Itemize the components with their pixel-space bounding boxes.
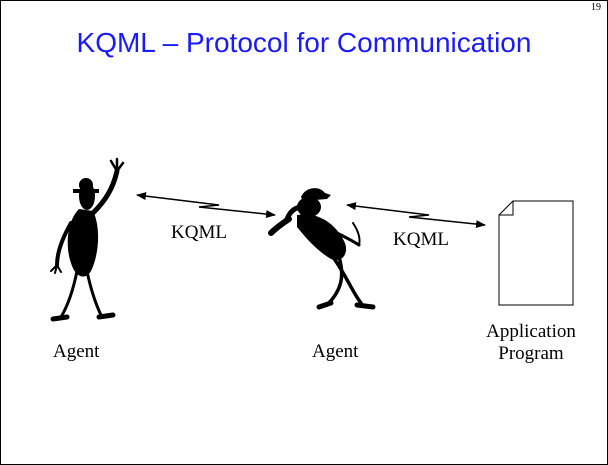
slide-title: KQML – Protocol for Communication bbox=[76, 27, 532, 58]
node-label-program: Application Program bbox=[471, 321, 591, 365]
document-icon bbox=[498, 200, 574, 306]
link-agent-program bbox=[346, 202, 486, 229]
listening-figure-icon bbox=[268, 188, 376, 310]
link-label-2: KQML bbox=[393, 229, 449, 250]
node-label-agent-2: Agent bbox=[312, 341, 359, 362]
node-label-program-line1: Application bbox=[486, 321, 576, 342]
node-label-agent-1: Agent bbox=[53, 341, 100, 362]
link-agent-agent bbox=[136, 192, 276, 219]
node-label-program-line2: Program bbox=[498, 343, 564, 364]
link-label-1: KQML bbox=[171, 222, 227, 243]
waving-figure-icon bbox=[50, 157, 125, 322]
page-number: 19 bbox=[591, 2, 601, 13]
